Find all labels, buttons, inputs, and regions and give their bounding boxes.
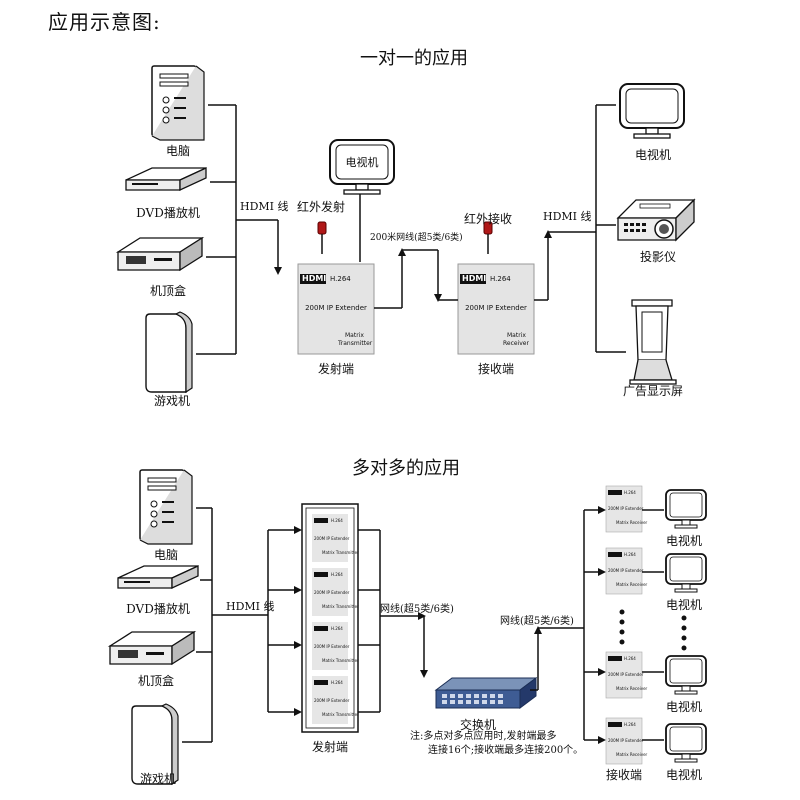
tv-label-rx-3: 电视机 — [665, 700, 703, 714]
mini-tx-model-1: 200M IP Extender — [314, 536, 350, 541]
mini-rx-type-2: Matrix Receiver — [616, 582, 648, 587]
mini-rx-type-1: Matrix Receiver — [616, 520, 648, 525]
tv-label-rx-4: 电视机 — [665, 768, 703, 782]
switch-to-rx — [530, 506, 606, 744]
rx-brand: HDMI — [462, 274, 487, 283]
hdmi-label-2: HDMI 线 — [226, 600, 275, 613]
mini-tx-codec-3: H.264 — [331, 626, 343, 631]
network-cable-1 — [374, 248, 458, 309]
tv-icon-rx-3 — [665, 655, 707, 695]
switch-label: 交换机 — [459, 718, 497, 732]
set-top-box-icon-2 — [109, 631, 195, 665]
hdmi-label-right: HDMI 线 — [543, 210, 592, 223]
ir-emitter-icon — [317, 221, 327, 255]
rx-model: 200M IP Extender — [465, 304, 527, 312]
ir-receive-label: 红外接收 — [463, 212, 513, 226]
tv-icon-rx-2 — [665, 553, 707, 593]
tx-type1: Matrix — [345, 332, 364, 339]
mini-tx-type-2: Matrix Transmitter — [322, 604, 359, 609]
source-label-pc: 电脑 — [165, 144, 191, 158]
tx-rack-caption: 发射端 — [311, 740, 349, 754]
output-bus-1 — [534, 104, 626, 353]
pc-icon-2 — [139, 469, 193, 545]
receiver-units — [605, 485, 643, 765]
tx-codec: H.264 — [330, 275, 351, 283]
projector-icon — [617, 199, 695, 241]
mini-tx-model-3: 200M IP Extender — [314, 644, 350, 649]
mini-rx-model-3: 200M IP Extender — [608, 672, 644, 677]
mini-rx-codec-2: H.264 — [624, 552, 636, 557]
source-label-stb-2: 机顶盒 — [137, 674, 175, 688]
tx-to-switch — [358, 529, 428, 713]
rx-to-tv — [642, 509, 664, 741]
mini-tx-codec-4: H.264 — [331, 680, 343, 685]
output-label-projector: 投影仪 — [639, 250, 677, 264]
network-switch-icon — [434, 677, 538, 709]
tv-icon-rx-1 — [665, 489, 707, 529]
source-label-dvd-2: DVD播放机 — [126, 602, 190, 616]
source-label-pc-2: 电脑 — [153, 548, 179, 562]
net-label-right: 网线(超5类/6类) — [500, 616, 574, 627]
output-label-tv: 电视机 — [634, 148, 672, 162]
section1-title: 一对一的应用 — [360, 48, 468, 69]
mini-tx-type-1: Matrix Transmitter — [322, 550, 359, 555]
mini-rx-type-4: Matrix Receiver — [616, 752, 648, 757]
mini-tx-codec-1: H.264 — [331, 518, 343, 523]
tv-label-rx-2: 电视机 — [665, 598, 703, 612]
source-label-game: 游戏机 — [153, 394, 191, 408]
page-title: 应用示意图: — [48, 10, 161, 34]
tv-icon-rx-4 — [665, 723, 707, 763]
mini-tx-type-3: Matrix Transmitter — [322, 658, 359, 663]
source-label-game-2: 游戏机 — [139, 772, 177, 786]
source-bus-2 — [182, 507, 302, 743]
ir-send-label: 红外发射 — [296, 200, 346, 214]
source-bus-1 — [196, 104, 282, 355]
tv-label-rx-1: 电视机 — [665, 534, 703, 548]
source-label-stb: 机顶盒 — [149, 284, 187, 298]
receiver-unit — [457, 263, 535, 355]
pc-icon — [151, 65, 205, 141]
mini-rx-model-4: 200M IP Extender — [608, 738, 644, 743]
note-line1: 注:多点对多点应用时,发射端最多 — [410, 731, 557, 742]
transmitter-rack — [301, 503, 359, 733]
section2-title: 多对多的应用 — [352, 458, 460, 479]
dvd-player-icon — [125, 167, 207, 191]
mini-tx-model-2: 200M IP Extender — [314, 590, 350, 595]
mini-rx-model-2: 200M IP Extender — [608, 568, 644, 573]
set-top-box-icon — [117, 237, 203, 271]
rx-rack-caption: 接收端 — [605, 768, 643, 782]
tv-output-icon — [619, 83, 685, 139]
transmitter-unit — [297, 263, 375, 355]
mini-tx-type-4: Matrix Transmitter — [322, 712, 359, 717]
game-console-icon — [145, 311, 193, 393]
cable-label: 200米网线(超5类/6类) — [370, 233, 463, 243]
tx-caption: 发射端 — [317, 362, 355, 376]
tx-type2: Transmitter — [338, 340, 373, 347]
mini-rx-model-1: 200M IP Extender — [608, 506, 644, 511]
note-line2: 连接16个;接收端最多连接200个。 — [428, 745, 584, 756]
net-label-left: 网线(超5类/6类) — [380, 604, 454, 615]
ellipsis-dots — [619, 609, 687, 651]
rx-type1: Matrix — [507, 332, 526, 339]
mini-rx-codec-1: H.264 — [624, 490, 636, 495]
mini-rx-codec-4: H.264 — [624, 722, 636, 727]
mini-rx-codec-3: H.264 — [624, 656, 636, 661]
rx-caption: 接收端 — [477, 362, 515, 376]
tx-brand: HDMI — [302, 274, 327, 283]
dvd-player-icon-2 — [117, 565, 199, 589]
hdmi-label-left: HDMI 线 — [240, 200, 289, 213]
mini-tx-model-4: 200M IP Extender — [314, 698, 350, 703]
tx-model: 200M IP Extender — [305, 304, 367, 312]
rx-type2: Receiver — [503, 340, 529, 347]
output-label-ad-display: 广告显示屏 — [622, 384, 684, 398]
rx-codec: H.264 — [490, 275, 511, 283]
mini-rx-type-3: Matrix Receiver — [616, 686, 648, 691]
source-label-dvd: DVD播放机 — [136, 206, 200, 220]
ad-display-icon — [629, 299, 677, 385]
mini-tx-codec-2: H.264 — [331, 572, 343, 577]
tv-center-label: 电视机 — [345, 156, 379, 169]
